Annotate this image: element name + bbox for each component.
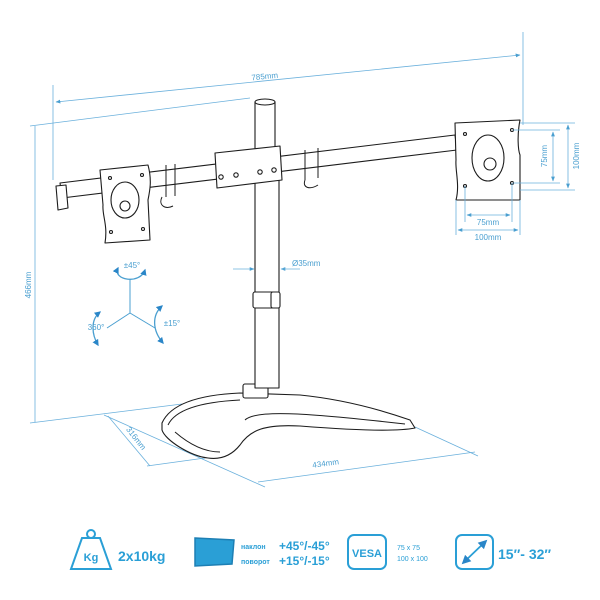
rotate-range-label: 360° bbox=[88, 323, 105, 332]
vesa-size-2: 100 x 100 bbox=[397, 556, 428, 563]
monitor-icon bbox=[194, 537, 235, 567]
load-capacity: 2x10kg bbox=[118, 548, 165, 564]
spec-screen-size: 15″- 32″ bbox=[455, 534, 551, 570]
width-label: 785mm bbox=[251, 71, 279, 83]
vesa-small-v-label: 75mm bbox=[540, 145, 549, 168]
screen-diagonal-icon bbox=[455, 534, 494, 570]
weight-icon-label: Kg bbox=[84, 552, 99, 564]
weight-ring-icon bbox=[86, 529, 96, 539]
vesa-large-h-label: 100mm bbox=[475, 233, 502, 242]
tilt-label: наклон bbox=[241, 544, 266, 551]
swivel-label: поворот bbox=[241, 559, 270, 566]
vesa-small-h-label: 75mm bbox=[477, 218, 500, 227]
screen-range: 15″- 32″ bbox=[498, 546, 551, 562]
swivel-arrow-icon bbox=[153, 305, 164, 344]
vesa-icon-label: VESA bbox=[352, 548, 382, 560]
spec-tilt-swivel: наклон +45°/-45° поворот +15°/-15° bbox=[194, 537, 330, 568]
tilt-value: +45°/-45° bbox=[279, 539, 330, 553]
rotation-diagram: ±45° 360° ±15° bbox=[88, 261, 181, 347]
stand-base bbox=[161, 383, 416, 459]
vesa-dimensions: 75mm 100mm 75mm 100mm bbox=[455, 122, 581, 242]
vesa-large-v-label: 100mm bbox=[572, 142, 581, 169]
pole-diameter-dimension: Ø35mm bbox=[233, 259, 321, 271]
height-label: 466mm bbox=[24, 271, 33, 298]
width-dimension: 785mm bbox=[52, 32, 524, 180]
swivel-range-label: ±15° bbox=[164, 319, 181, 328]
stand-pole bbox=[252, 98, 281, 389]
spec-vesa: VESA 75 x 75 100 x 100 bbox=[347, 534, 428, 570]
base-width-label: 434mm bbox=[312, 457, 340, 470]
pole-diameter-label: Ø35mm bbox=[292, 259, 321, 268]
vesa-size-1: 75 x 75 bbox=[397, 545, 420, 552]
left-vesa-plate bbox=[99, 164, 151, 244]
height-dimension: 466mm bbox=[24, 97, 251, 424]
crossbar-arm bbox=[55, 134, 458, 211]
tilt-range-label: ±45° bbox=[124, 261, 141, 270]
right-vesa-plate bbox=[454, 119, 521, 201]
spec-load: Kg 2x10kg bbox=[69, 529, 165, 570]
swivel-value: +15°/-15° bbox=[279, 554, 330, 568]
vesa-icon bbox=[347, 534, 387, 570]
rotate-arrow-icon bbox=[92, 311, 102, 347]
tilt-arrow-icon bbox=[112, 266, 147, 280]
weight-icon bbox=[69, 537, 113, 570]
